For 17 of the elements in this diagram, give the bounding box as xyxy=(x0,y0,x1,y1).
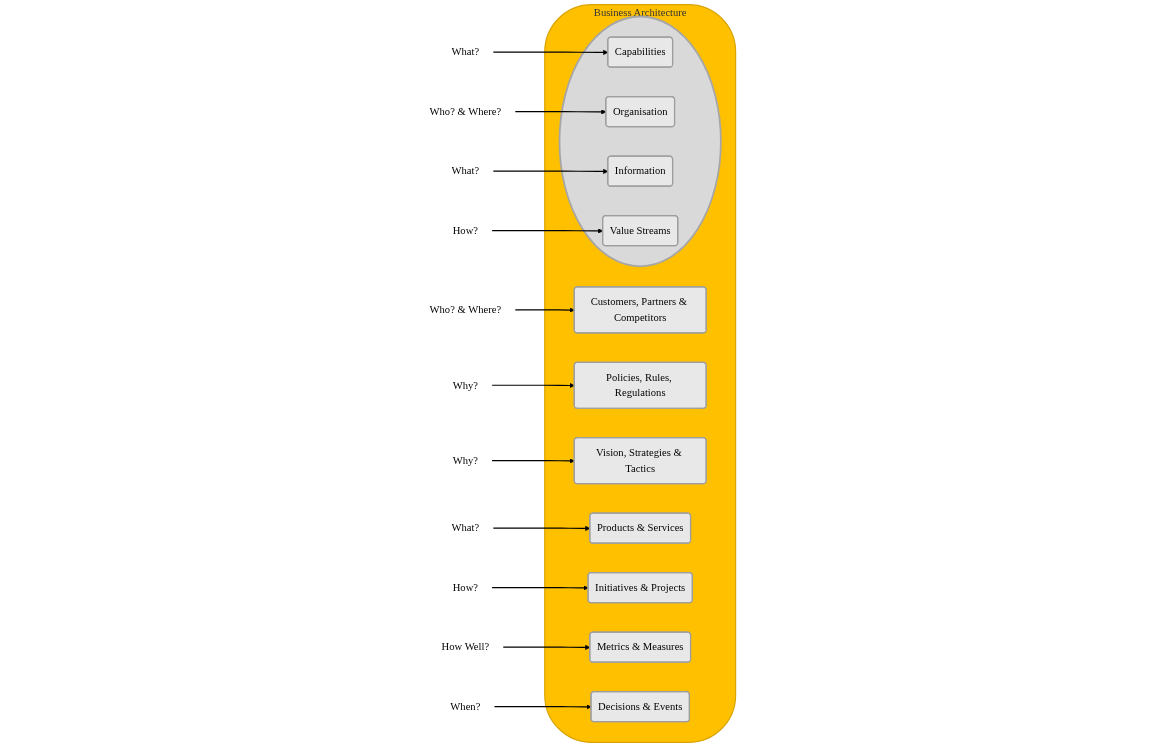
cluster xyxy=(558,15,722,268)
arrow xyxy=(491,585,589,591)
node-text: Why? xyxy=(452,454,478,467)
arrow xyxy=(491,458,575,464)
node-text: When? xyxy=(450,700,481,713)
arrow xyxy=(493,704,592,710)
node-text: What? xyxy=(451,521,480,534)
node-text: How? xyxy=(452,224,478,237)
node-text: Who? & Where? xyxy=(429,105,502,118)
arrow xyxy=(491,382,575,389)
node-text: Who? & Where? xyxy=(429,303,502,316)
node-text: How Well? xyxy=(441,640,490,653)
node-text: Why? xyxy=(452,379,478,391)
node-text: How? xyxy=(452,581,478,594)
arrow xyxy=(514,307,575,313)
node-text: What? xyxy=(451,164,480,177)
node-text: What? xyxy=(451,45,480,58)
